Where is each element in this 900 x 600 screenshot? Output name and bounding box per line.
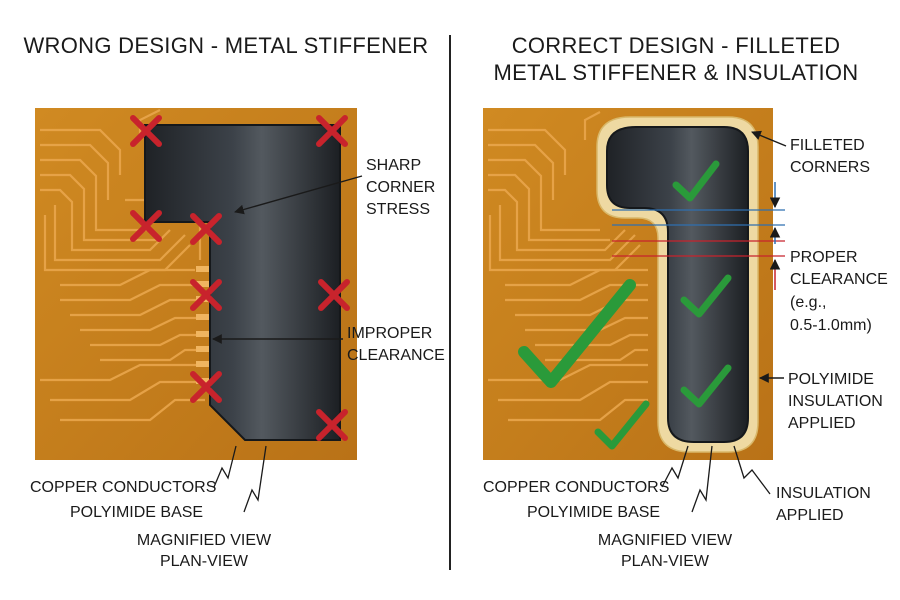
cross-mark-icon [316,115,348,147]
left-leader-lines [213,445,267,513]
check-mark-icon [518,279,636,388]
right-flex-circuit [483,108,785,460]
sharp-corner-callout: SHARP CORNER STRESS [234,157,435,218]
right-view-label-line1: MAGNIFIED VIEW [598,532,733,549]
left-cross-marks [130,115,350,441]
right-filleted-stiffener [606,126,749,443]
svg-text:APPLIED: APPLIED [788,415,856,432]
svg-text:CLEARANCE: CLEARANCE [790,271,888,288]
cross-mark-icon [130,115,162,147]
svg-text:PROPER: PROPER [790,249,858,266]
cross-mark-icon [190,371,222,403]
right-polyimide-label: POLYIMIDE BASE [527,504,660,521]
right-leader-lines [661,445,713,513]
left-sharp-stiffener [144,124,341,441]
svg-text:POLYIMIDE: POLYIMIDE [788,371,874,388]
svg-text:INSULATION: INSULATION [788,393,883,410]
improper-clearance-callout: IMPROPER CLEARANCE [212,325,445,364]
svg-text:0.5-1.0mm): 0.5-1.0mm) [790,317,872,334]
svg-text:CORNERS: CORNERS [790,159,870,176]
svg-text:IMPROPER: IMPROPER [347,325,432,342]
left-polyimide-label: POLYIMIDE BASE [70,504,203,521]
cross-mark-icon [190,279,222,311]
right-copper-label: COPPER CONDUCTORS [483,479,669,496]
filleted-corners-callout: FILLETED CORNERS [751,130,870,176]
insulation-applied-callout: INSULATION APPLIED [733,445,871,524]
left-panel-title: WRONG DESIGN - METAL STIFFENER [23,33,428,58]
svg-text:CLEARANCE: CLEARANCE [347,347,445,364]
right-panel-title-line2: METAL STIFFENER & INSULATION [494,60,859,85]
left-copper-traces [40,109,205,422]
check-mark-icon [594,400,650,450]
polyimide-insulation-callout: POLYIMIDE INSULATION APPLIED [759,371,883,432]
right-view-label-line2: PLAN-VIEW [621,553,710,570]
clearance-lines [612,209,785,257]
svg-text:STRESS: STRESS [366,201,430,218]
cross-mark-icon [130,210,162,242]
check-mark-icon [680,364,732,408]
check-mark-icon [672,160,720,202]
svg-text:FILLETED: FILLETED [790,137,865,154]
svg-text:INSULATION: INSULATION [776,485,871,502]
check-mark-icon [680,274,732,318]
svg-text:(e.g.,: (e.g., [790,294,826,311]
left-copper-label: COPPER CONDUCTORS [30,479,216,496]
right-panel-title-line1: CORRECT DESIGN - FILLETED [512,33,841,58]
right-check-marks [518,160,732,450]
cross-mark-icon [318,279,350,311]
svg-text:SHARP: SHARP [366,157,421,174]
cross-mark-icon [316,409,348,441]
svg-text:CORNER: CORNER [366,179,435,196]
proper-clearance-callout: PROPER CLEARANCE (e.g., 0.5-1.0mm) [790,249,888,334]
left-view-label-line1: MAGNIFIED VIEW [137,532,272,549]
left-view-label-line2: PLAN-VIEW [160,553,249,570]
cross-mark-icon [190,213,222,245]
svg-text:APPLIED: APPLIED [776,507,844,524]
